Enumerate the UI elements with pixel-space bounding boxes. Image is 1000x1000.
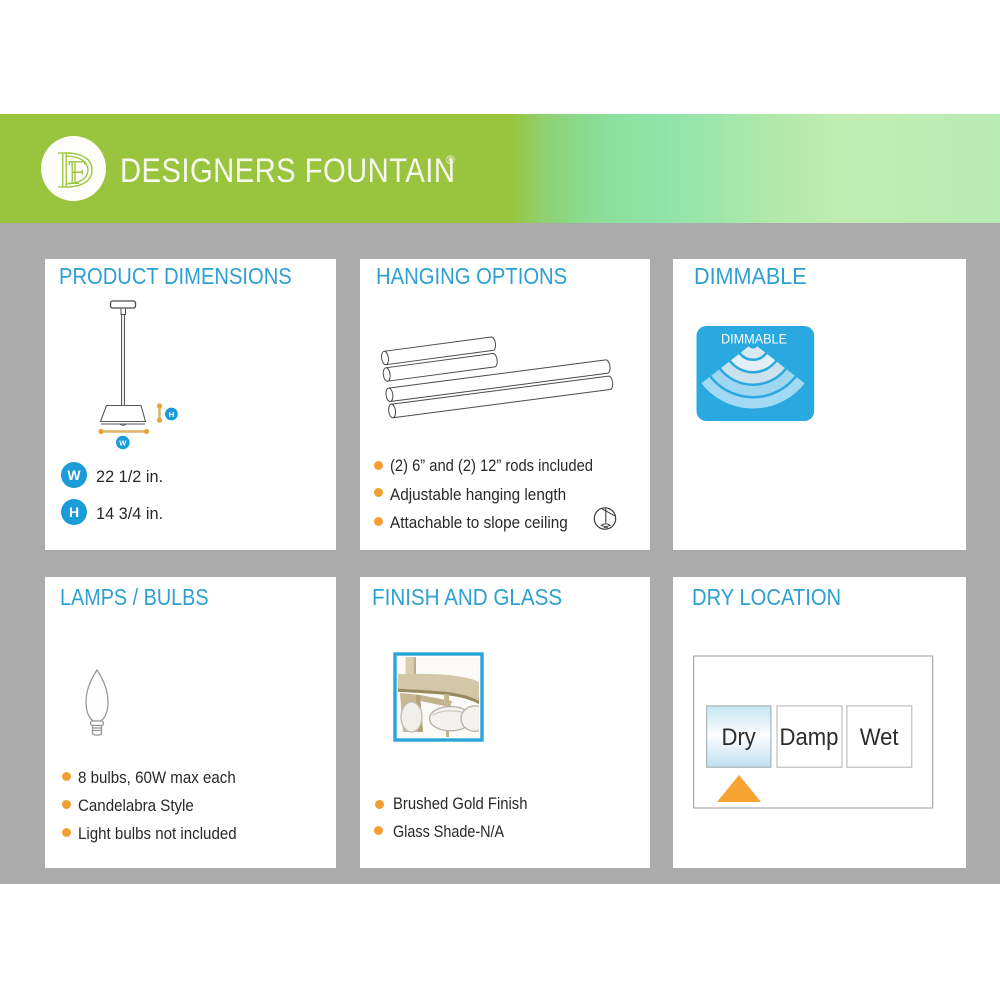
svg-text:H: H	[169, 410, 174, 419]
svg-text:DIMMABLE: DIMMABLE	[721, 332, 787, 347]
svg-text:W: W	[119, 439, 127, 448]
